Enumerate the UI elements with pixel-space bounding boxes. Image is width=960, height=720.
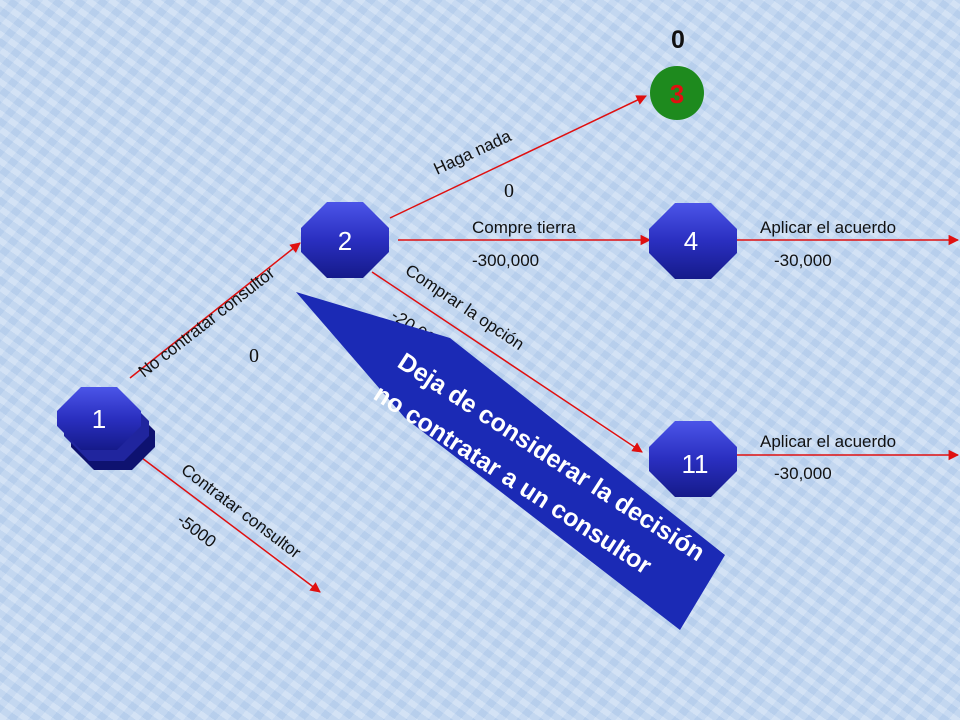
- node-11-label: 11: [682, 449, 709, 479]
- node-4: 4: [649, 203, 737, 279]
- edge-value-contratar: -5000: [174, 510, 220, 551]
- edge-value-compre-tierra: -300,000: [472, 251, 539, 270]
- edge-label-compre-tierra: Compre tierra: [472, 218, 576, 237]
- edge-label-aplicar-acuerdo-4: Aplicar el acuerdo: [760, 218, 896, 237]
- edge-label-aplicar-acuerdo-11: Aplicar el acuerdo: [760, 432, 896, 451]
- edge-value-aplicar-acuerdo-4: -30,000: [774, 251, 832, 270]
- node-4-label: 4: [684, 226, 698, 256]
- edge-1-contratar: [137, 454, 321, 593]
- node-2: 2: [301, 202, 389, 278]
- node-1: 1: [57, 387, 155, 470]
- node-2-label: 2: [338, 226, 352, 256]
- edge-label-contratar: Contratar consultor: [178, 460, 305, 562]
- node-1-label: 1: [92, 404, 106, 434]
- node-3-label: 3: [670, 79, 684, 109]
- node-11: 11: [649, 421, 737, 497]
- edge-value-no-contratar: 0: [249, 345, 259, 367]
- node-3: 3: [650, 66, 704, 120]
- edge-label-haga-nada: Haga nada: [431, 126, 515, 179]
- edge-value-aplicar-acuerdo-11: -30,000: [774, 464, 832, 483]
- edge-2-to-3: [389, 95, 647, 219]
- top-value: 0: [671, 26, 685, 54]
- edge-1-to-2: [129, 242, 301, 379]
- edge-2-to-11: [371, 271, 643, 453]
- edge-value-haga-nada: 0: [504, 180, 514, 202]
